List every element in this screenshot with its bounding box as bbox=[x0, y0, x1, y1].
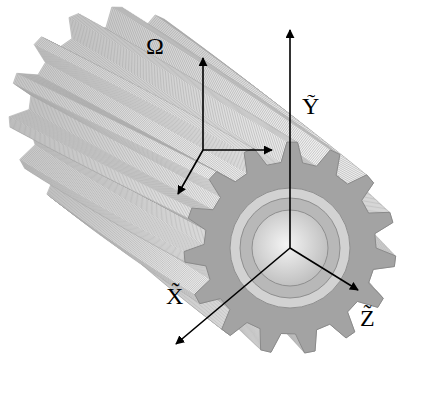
gear-body bbox=[9, 7, 396, 353]
axis-label: X̃ bbox=[166, 284, 183, 308]
axes bbox=[176, 30, 358, 344]
local-x-axis bbox=[178, 150, 203, 194]
y-axis bbox=[289, 30, 291, 248]
axis-label: Ω bbox=[146, 34, 164, 58]
x-axis bbox=[176, 248, 290, 344]
z-axis bbox=[290, 248, 358, 290]
local-z-axis bbox=[203, 149, 272, 151]
local-y-axis bbox=[202, 58, 204, 150]
axis-label: Z̃ bbox=[360, 306, 375, 330]
axis-label: Ỹ bbox=[302, 94, 319, 118]
